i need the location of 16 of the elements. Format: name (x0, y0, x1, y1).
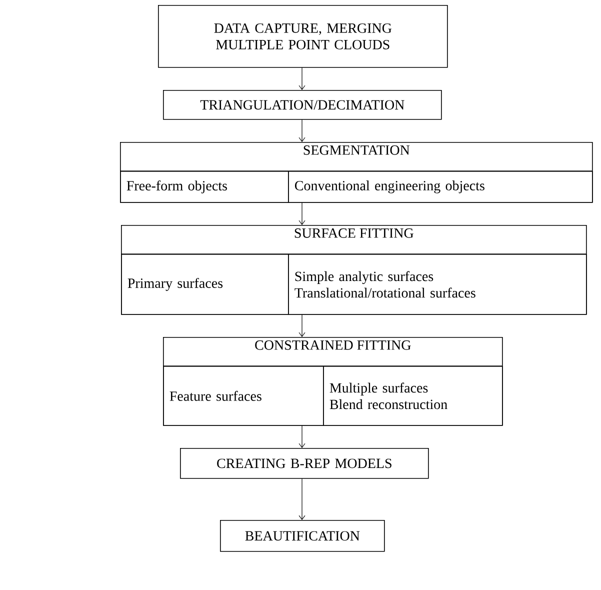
table-cell: Feature surfaces (163, 366, 324, 426)
arrow (298, 478, 306, 520)
table-cell: Primary surfaces (121, 254, 289, 315)
table-cell: Free-form objects (120, 171, 289, 203)
arrow (298, 120, 306, 142)
process-box: TRIANGULATION/DECIMATION (163, 90, 442, 120)
arrow (298, 202, 306, 225)
arrow (298, 314, 306, 337)
process-box: BEAUTIFICATION (220, 520, 385, 552)
table-cell: Multiple surfaces Blend reconstruction (323, 366, 503, 426)
process-box: CREATING B-REP MODELS (180, 448, 429, 479)
arrow (298, 426, 306, 448)
table-cell: Conventional engineering objects (288, 171, 593, 203)
process-box: DATA CAPTURE, MERGING MULTIPLE POINT CLOUDS (158, 5, 448, 68)
table-cell: Simple analytic surfaces Translational/rotational surfaces (288, 254, 587, 315)
arrow (298, 68, 306, 90)
